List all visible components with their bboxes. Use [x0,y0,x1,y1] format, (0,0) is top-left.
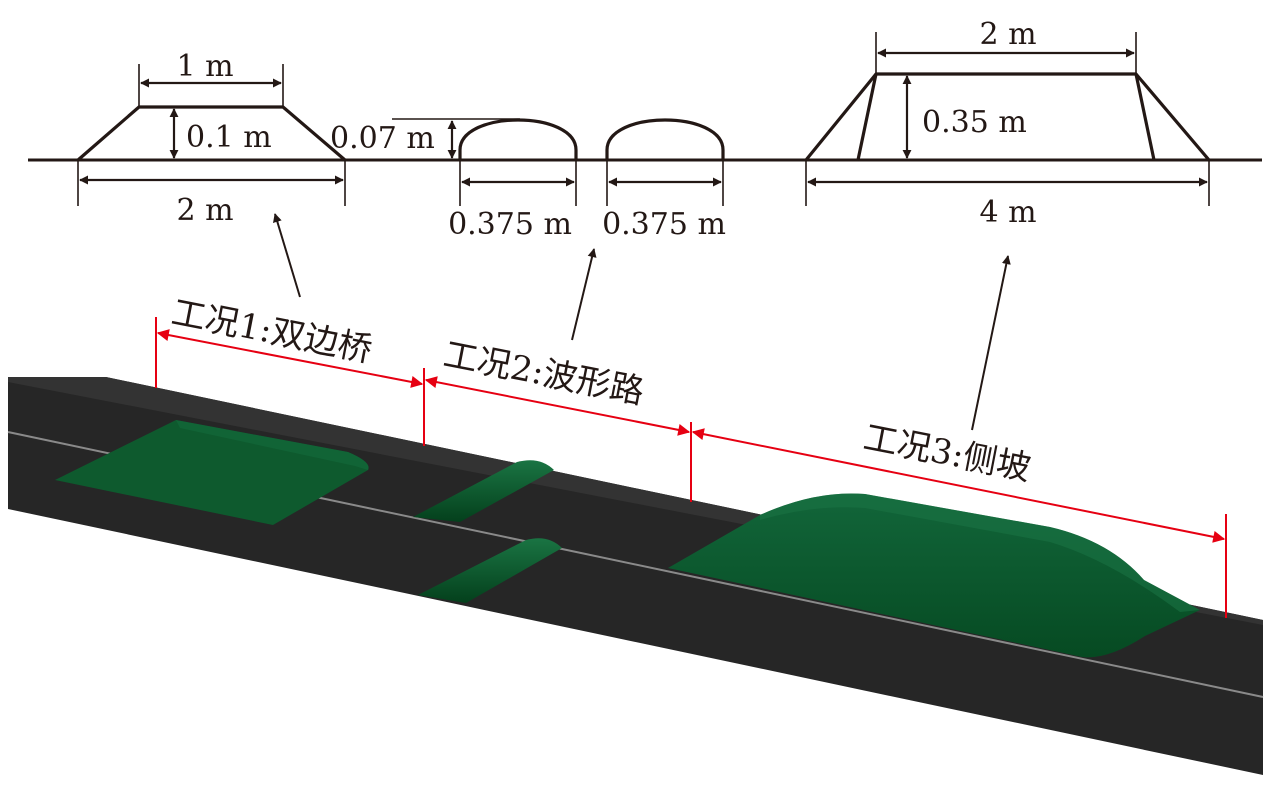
case2-range-arrow [424,376,691,436]
bridge-height-label: 0.1 m [186,120,272,155]
slope-height-label: 0.35 m [922,105,1027,140]
case3-range-arrow [691,428,1226,543]
case3-label: 工况3:侧坡 [860,418,1034,490]
road-scene [7,377,1264,775]
case1-label: 工况1:双边桥 [168,293,375,371]
case1-pointer-arrow [273,213,301,298]
bridge-bottom-width-label: 2 m [176,193,233,228]
case2-pointer-arrow [571,248,597,341]
wave-height-label: 0.07 m [330,121,435,156]
case2-label: 工况2:波形路 [440,335,647,413]
wave-bump-upper [413,460,554,522]
wave-right-width-label: 0.375 m [602,207,726,242]
bridge-profile: 1 m 0.1 m 2 m [76,49,347,228]
case1-range-arrow [156,329,424,388]
case3-pointer-arrow [971,255,1011,431]
slope-bottom-width-label: 4 m [979,195,1036,230]
slope-top-width-label: 2 m [979,17,1036,52]
slope-profile: 2 m 0.35 m 4 m [804,17,1211,230]
case-markers [155,317,1227,618]
wave-bump-lower [418,538,562,603]
wave-left-width-label: 0.375 m [448,207,572,242]
wave-profile: 0.07 m 0.375 m 0.375 m [330,118,726,242]
bridge-top-width-label: 1 m [176,49,233,84]
